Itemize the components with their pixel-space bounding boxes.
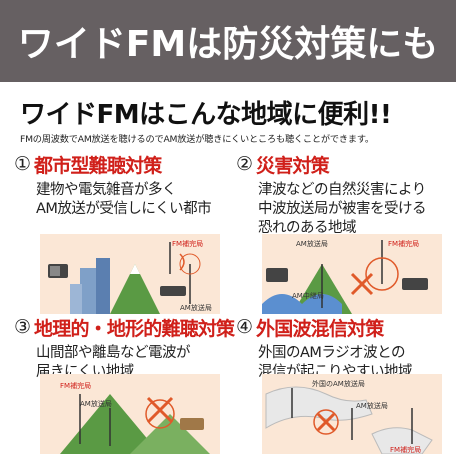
section-number: ④ [236, 315, 254, 338]
description-line: AM放送が受信しにくい都市 [36, 201, 212, 217]
cross-mark [146, 396, 174, 424]
description-line: 建物や電気雑音が多く [36, 182, 177, 198]
cross-mark [316, 412, 336, 432]
title-banner: ワイドFMは防災対策にも [0, 0, 456, 82]
map-landmass [371, 427, 433, 454]
section-title: 地理的・地形的難聴対策 [34, 317, 235, 340]
mountain-snow [130, 264, 140, 274]
disaster-scene: FM補完局 AM放送局 AM中継局 [262, 239, 428, 314]
section-number: ③ [14, 315, 32, 338]
mountain [110, 264, 160, 314]
urban-scene: FM補完局 AM放送局 [48, 239, 212, 314]
headline: ワイドFMはこんな地域に便利!! [20, 100, 392, 130]
section-title: 都市型難聴対策 [34, 154, 162, 177]
section-description: 津波などの自然災害により 中波放送局が被害を受ける 恐れのある地域 [258, 181, 456, 238]
description-line: 津波などの自然災害により [258, 182, 426, 198]
description-line: 中波放送局が被害を受ける [258, 201, 427, 217]
section-foreign-interference: ④ 外国波混信対策 外国のAMラジオ波との 混信が起こりやすい地域 [236, 314, 456, 382]
fm-label: FM補完局 [390, 445, 421, 454]
building [96, 258, 110, 314]
illustration-disaster: FM補完局 AM放送局 AM中継局 [262, 234, 442, 314]
mountain [130, 414, 210, 454]
illustration-terrain: FM補完局 AM放送局 [40, 374, 220, 454]
map-scene: 外国のAM放送局 AM放送局 FM補完局 [265, 379, 433, 454]
illustration-foreign-interference: 外国のAM放送局 AM放送局 FM補完局 [262, 374, 442, 454]
description-line: 恐れのある地域 [258, 220, 357, 236]
radio-icon [160, 286, 186, 296]
section-title-row: ④ 外国波混信対策 [236, 314, 456, 340]
radio-icon [402, 278, 428, 290]
illustration-urban: FM補完局 AM放送局 [40, 234, 220, 314]
fm-label: FM補完局 [388, 239, 419, 248]
banner-title: ワイドFMは防災対策にも [17, 24, 439, 65]
section-title: 外国波混信対策 [256, 317, 384, 340]
building [80, 268, 96, 314]
section-title-row: ③ 地理的・地形的難聴対策 [14, 314, 236, 340]
section-description: 建物や電気雑音が多く AM放送が受信しにくい都市 [36, 181, 236, 219]
subline: FMの周波数でAM放送を聴けるのでAM放送が聴きにくいところも聴くことができます… [20, 134, 374, 145]
building [70, 284, 82, 314]
section-number: ① [14, 152, 32, 175]
fm-label: FM補完局 [172, 239, 203, 248]
radio-icon [266, 268, 288, 282]
am-label: AM放送局 [356, 401, 388, 410]
house-icon [180, 418, 204, 430]
cross-mark [350, 272, 374, 296]
section-title-row: ① 都市型難聴対策 [14, 151, 236, 177]
am-label: AM放送局 [180, 303, 212, 312]
description-line: 外国のAMラジオ波との [258, 345, 406, 361]
terrain-scene: FM補完局 AM放送局 [60, 381, 210, 454]
section-title-row: ② 災害対策 [236, 151, 456, 177]
section-disaster: ② 災害対策 津波などの自然災害により 中波放送局が被害を受ける 恐れのある地域 [236, 151, 456, 238]
section-title: 災害対策 [256, 154, 330, 177]
section-terrain: ③ 地理的・地形的難聴対策 山間部や離島など電波が 届きにくい地域 [14, 314, 236, 382]
am-label: AM放送局 [296, 239, 328, 248]
section-urban: ① 都市型難聴対策 建物や電気雑音が多く AM放送が受信しにくい都市 [14, 151, 236, 219]
am-label: AM放送局 [80, 399, 112, 408]
description-line: 山間部や離島など電波が [36, 345, 191, 361]
fm-label: FM補完局 [60, 381, 91, 390]
foreign-am-label: 外国のAM放送局 [312, 379, 365, 388]
am-relay-label: AM中継局 [292, 291, 324, 300]
section-number: ② [236, 152, 254, 175]
